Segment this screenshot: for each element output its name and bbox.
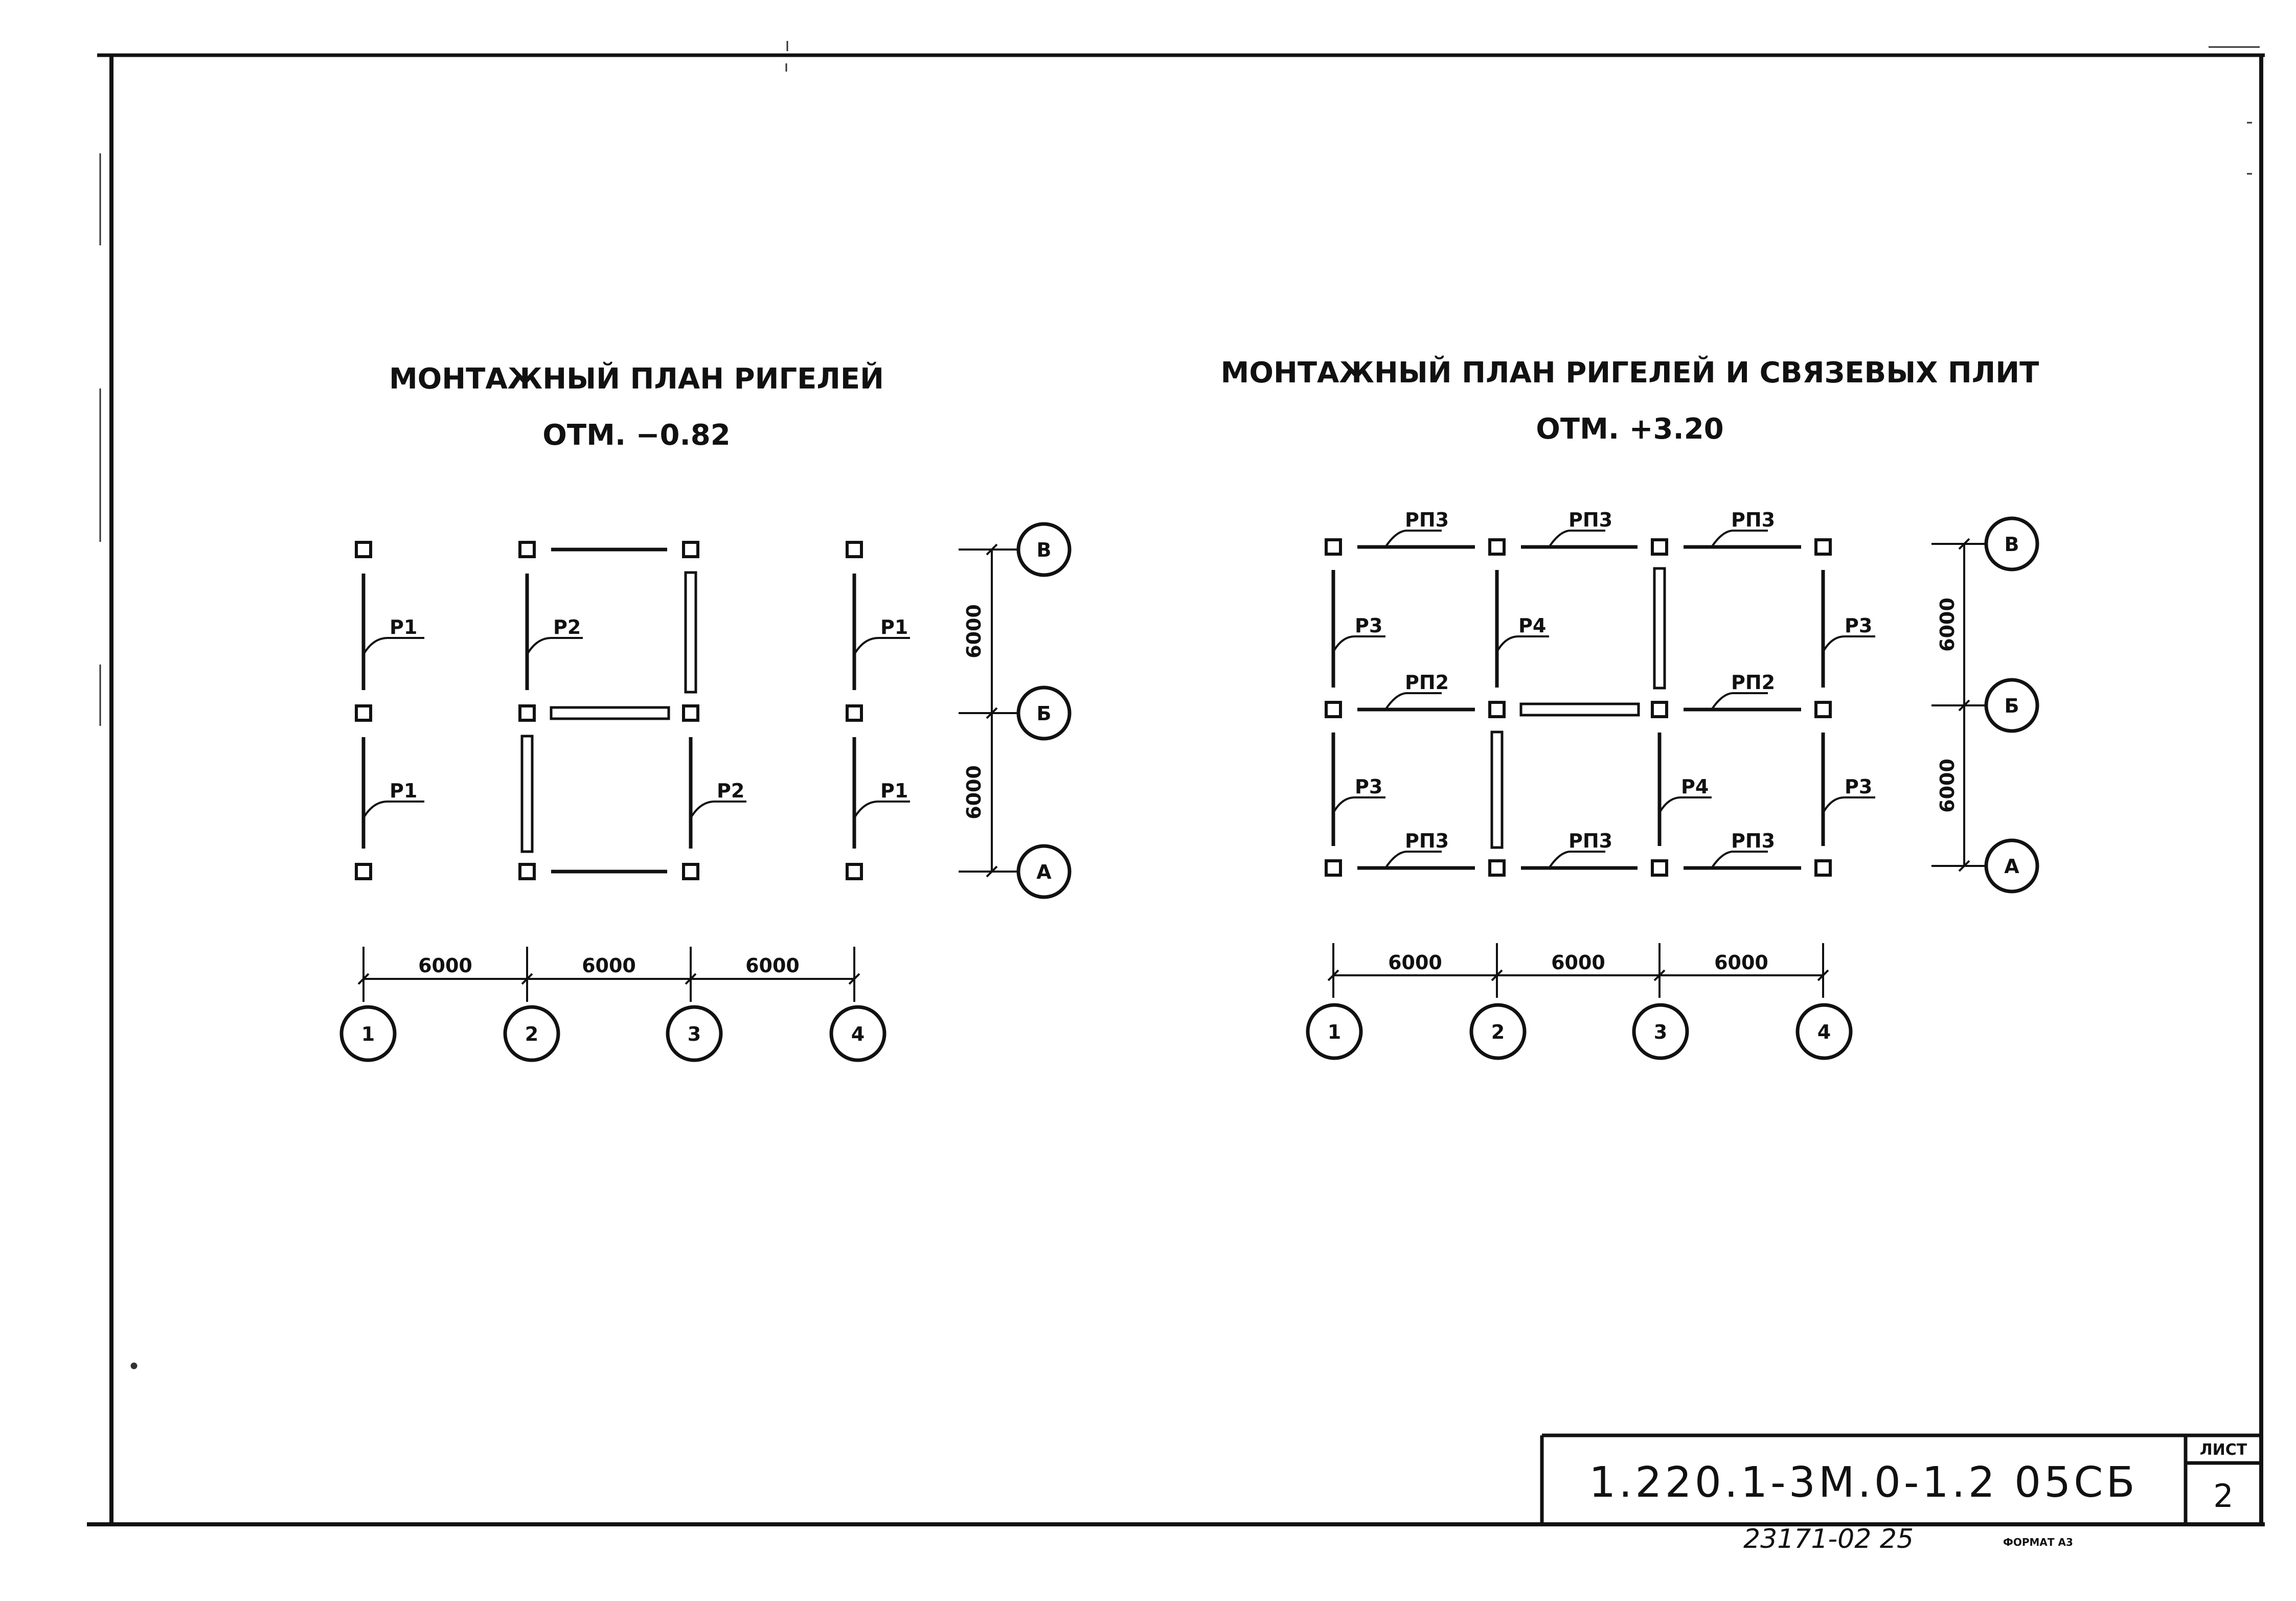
plan-right-beam-labels: РП3 РП3 РП3 Р3 Р4 Р3 РП2 РП2 Р3 Р4 Р3 РП… xyxy=(1355,509,1872,852)
axis-label-x: 3 xyxy=(688,1023,701,1045)
beam-label: РП2 xyxy=(1731,671,1775,694)
plan-right-axis-bubbles-y xyxy=(1984,516,2039,894)
axis-label-x: 2 xyxy=(1491,1021,1505,1043)
plan-right-dimensions-x xyxy=(1327,943,1829,998)
dimension-span-y: 6000 xyxy=(963,604,985,658)
axis-label-x: 1 xyxy=(361,1023,375,1045)
plan-left-title: МОНТАЖНЫЙ ПЛАН РИГЕЛЕЙ xyxy=(389,362,884,396)
plan-left-dimensions-x xyxy=(357,947,860,1002)
drawing-code: 1.220.1-3М.0-1.2 05СБ xyxy=(1589,1458,2138,1507)
plan-left-dimensions-y xyxy=(959,543,1020,878)
axis-label-x: 3 xyxy=(1654,1021,1667,1043)
axis-label-y: В xyxy=(1037,539,1052,561)
handwritten-note: 23171-02 25 xyxy=(1743,1524,1914,1554)
sheet-frame xyxy=(87,53,2265,1526)
plan-left-subtitle: ОТМ. −0.82 xyxy=(542,419,730,452)
plan-left: МОНТАЖНЫЙ ПЛАН РИГЕЛЕЙ ОТМ. −0.82 xyxy=(339,362,1072,1062)
axis-label-x: 1 xyxy=(1328,1021,1341,1043)
dimension-span-x: 6000 xyxy=(1714,951,1768,974)
axis-label-x: 4 xyxy=(1817,1021,1831,1043)
beam-label: Р3 xyxy=(1355,775,1382,798)
beam-label: РП3 xyxy=(1405,830,1449,852)
axis-label-y: Б xyxy=(1037,702,1052,725)
dimension-span-x: 6000 xyxy=(1388,951,1442,974)
dimension-span-x: 6000 xyxy=(1551,951,1605,974)
plan-right-title: МОНТАЖНЫЙ ПЛАН РИГЕЛЕЙ И СВЯЗЕВЫХ ПЛИТ xyxy=(1221,356,2039,390)
plan-left-beams xyxy=(361,547,856,874)
dimension-span-y: 6000 xyxy=(1936,598,1959,652)
plan-left-columns xyxy=(355,541,863,880)
plan-right-dimensions-y xyxy=(1931,538,1991,872)
plan-right-subtitle: ОТМ. +3.20 xyxy=(1536,413,1723,446)
beam-label: РП2 xyxy=(1405,671,1449,694)
beam-label: РП3 xyxy=(1731,509,1775,531)
beam-label: РП3 xyxy=(1568,509,1612,531)
sheet-label: ЛИСТ xyxy=(2200,1441,2247,1459)
beam-label: Р3 xyxy=(1355,614,1382,637)
beam-label: РП3 xyxy=(1405,509,1449,531)
beam-label: РП3 xyxy=(1568,830,1612,852)
sheet-number: 2 xyxy=(2213,1477,2233,1515)
title-block: 1.220.1-3М.0-1.2 05СБ ЛИСТ 2 xyxy=(1540,1433,2261,1524)
beam-label: Р1 xyxy=(880,780,908,802)
beam-label: РП3 xyxy=(1731,830,1775,852)
plan-right-columns xyxy=(1325,538,1832,877)
dimension-span-x: 6000 xyxy=(745,954,800,977)
beam-label: Р2 xyxy=(717,780,744,802)
dimension-span-y: 6000 xyxy=(1936,759,1959,813)
plan-right-bracing xyxy=(1490,567,1666,849)
dimension-span-y: 6000 xyxy=(963,765,985,819)
plan-left-axis-bubbles-x xyxy=(339,1005,886,1062)
format-label: ФОРМАТ А3 xyxy=(2003,1536,2073,1548)
beam-label: Р1 xyxy=(390,780,417,802)
plan-left-leaders xyxy=(362,637,910,819)
beam-label: Р3 xyxy=(1845,614,1872,637)
axis-label-x: 4 xyxy=(851,1023,865,1045)
beam-label: Р4 xyxy=(1681,775,1709,798)
beam-label: Р1 xyxy=(880,616,908,638)
beam-label: Р4 xyxy=(1518,614,1546,637)
dimension-span-x: 6000 xyxy=(418,954,472,977)
footer: 23171-02 25 ФОРМАТ А3 xyxy=(1743,1524,2073,1554)
beam-label: Р2 xyxy=(553,616,581,638)
plan-right-leaders xyxy=(1332,530,1875,869)
plan-right: МОНТАЖНЫЙ ПЛАН РИГЕЛЕЙ И СВЯЗЕВЫХ ПЛИТ О… xyxy=(1221,356,2039,1060)
axis-label-y: В xyxy=(2005,533,2019,556)
drawing-edge-marks xyxy=(99,41,2260,1369)
plan-right-axis-bubbles-x xyxy=(1306,1003,1853,1060)
plan-right-beams xyxy=(1331,545,1825,870)
beam-label: Р1 xyxy=(390,616,417,638)
plan-left-bracing xyxy=(520,571,697,853)
axis-label-y: Б xyxy=(2005,695,2019,717)
axis-label-x: 2 xyxy=(525,1023,538,1045)
dimension-span-x: 6000 xyxy=(582,954,636,977)
plan-left-axis-bubbles-y xyxy=(1016,522,1072,899)
plan-left-beam-labels: Р1 Р2 Р1 Р1 Р2 Р1 xyxy=(390,616,908,802)
beam-label: Р3 xyxy=(1845,775,1872,798)
axis-label-y: А xyxy=(1036,861,1052,883)
axis-label-y: А xyxy=(2004,855,2019,878)
